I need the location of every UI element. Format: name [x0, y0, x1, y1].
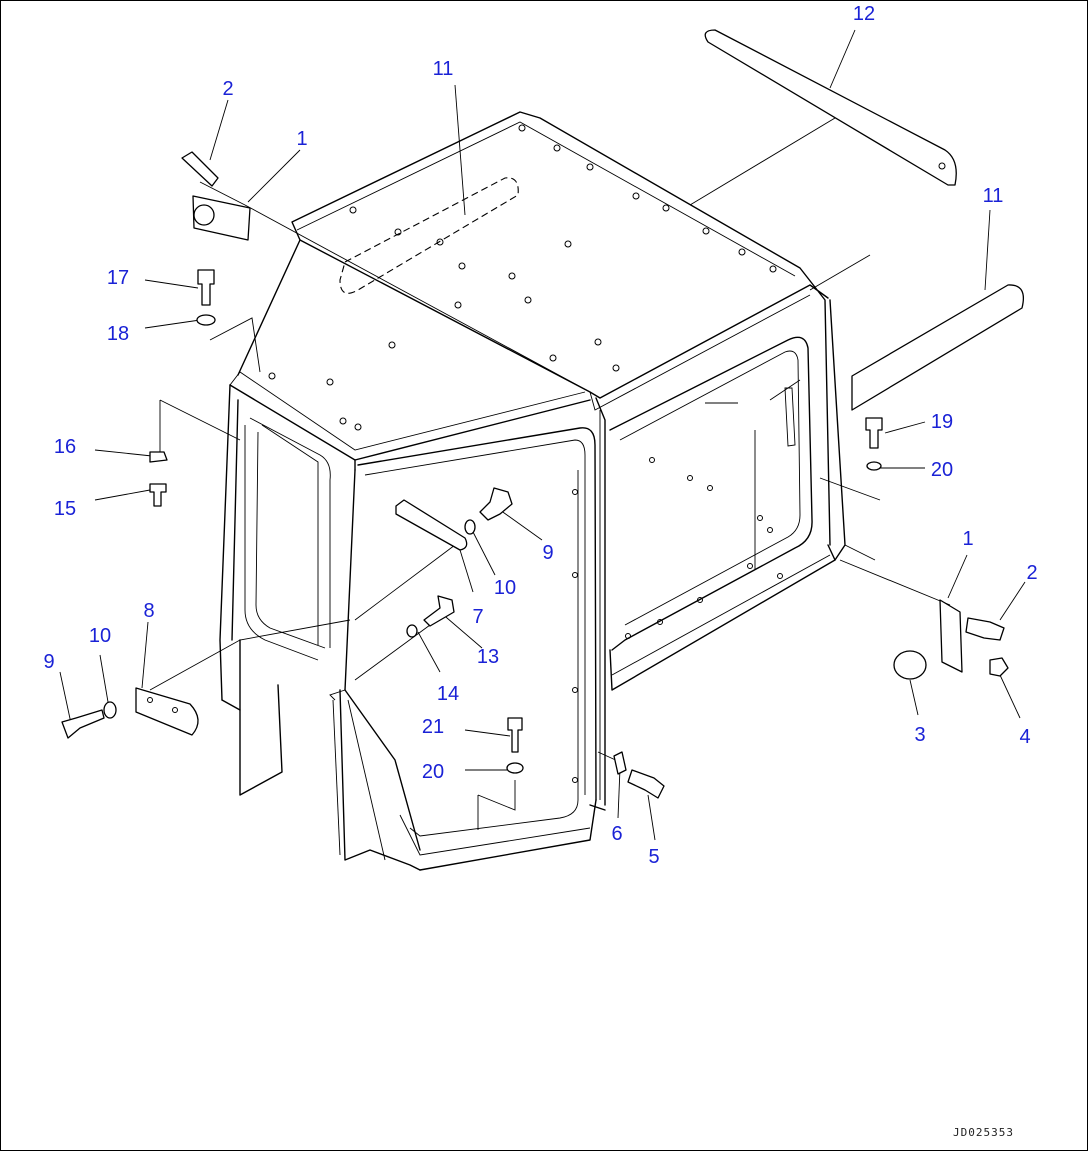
callout-20-right: 20	[930, 459, 954, 481]
callout-5: 5	[648, 846, 660, 868]
callout-16: 16	[53, 436, 77, 458]
part-3-knob	[893, 650, 927, 680]
part-19-bolt	[865, 417, 883, 449]
part-4-nut	[989, 657, 1009, 677]
callout-18: 18	[106, 323, 130, 345]
part-8-lower-handle	[135, 687, 199, 736]
part-20-nut-right	[866, 461, 882, 471]
part-2-bolt-upper	[181, 151, 219, 187]
part-7-handle	[395, 499, 468, 551]
part-9-bolt-lower	[61, 709, 105, 739]
drawing-code: JD025353	[953, 1126, 1014, 1139]
part-20-nut-lower	[506, 762, 524, 774]
callout-14: 14	[436, 683, 460, 705]
callout-10-lower: 10	[88, 625, 112, 647]
callout-19: 19	[930, 411, 954, 433]
cab-roof	[229, 111, 831, 546]
callout-2-upper: 2	[222, 78, 234, 100]
part-10-washer-lower	[103, 701, 117, 719]
callout-10-upper: 10	[493, 577, 517, 599]
part-10-washer-upper	[464, 519, 476, 535]
callout-9-lower: 9	[43, 651, 55, 673]
callout-2-right: 2	[1026, 562, 1038, 584]
callout-1-right: 1	[962, 528, 974, 550]
callout-21: 21	[421, 716, 445, 738]
callout-13: 13	[476, 646, 500, 668]
part-12-trim-strip	[704, 29, 957, 186]
callout-17: 17	[106, 267, 130, 289]
callout-9-upper: 9	[542, 542, 554, 564]
callout-4: 4	[1019, 726, 1031, 748]
part-11-side-strip	[851, 284, 1025, 411]
part-17-bolt	[197, 269, 215, 306]
callout-11-roof: 11	[432, 58, 454, 80]
part-6-washer	[613, 751, 627, 775]
parts	[61, 29, 1025, 799]
callout-12: 12	[852, 3, 876, 25]
part-14-washer	[406, 624, 418, 638]
callout-11-side: 11	[982, 185, 1004, 207]
part-2-bolt-right	[965, 617, 1005, 641]
part-13-bolt	[423, 595, 455, 627]
callout-1-upper: 1	[296, 128, 308, 150]
part-21-bolt	[507, 717, 523, 753]
callout-20-lower: 20	[421, 761, 445, 783]
callout-6: 6	[611, 823, 623, 845]
callout-8: 8	[143, 600, 155, 622]
leader-lines	[59, 29, 1026, 841]
part-16-nut	[149, 451, 168, 463]
part-18-washer	[196, 314, 216, 326]
part-9-bolt-upper	[479, 487, 513, 521]
callout-3: 3	[914, 724, 926, 746]
cab-body	[219, 299, 846, 871]
callout-15: 15	[53, 498, 77, 520]
callout-7: 7	[472, 606, 484, 628]
part-5-bolt	[627, 769, 665, 799]
part-1-bracket-right	[939, 599, 963, 673]
part-15-bolt	[149, 483, 167, 507]
